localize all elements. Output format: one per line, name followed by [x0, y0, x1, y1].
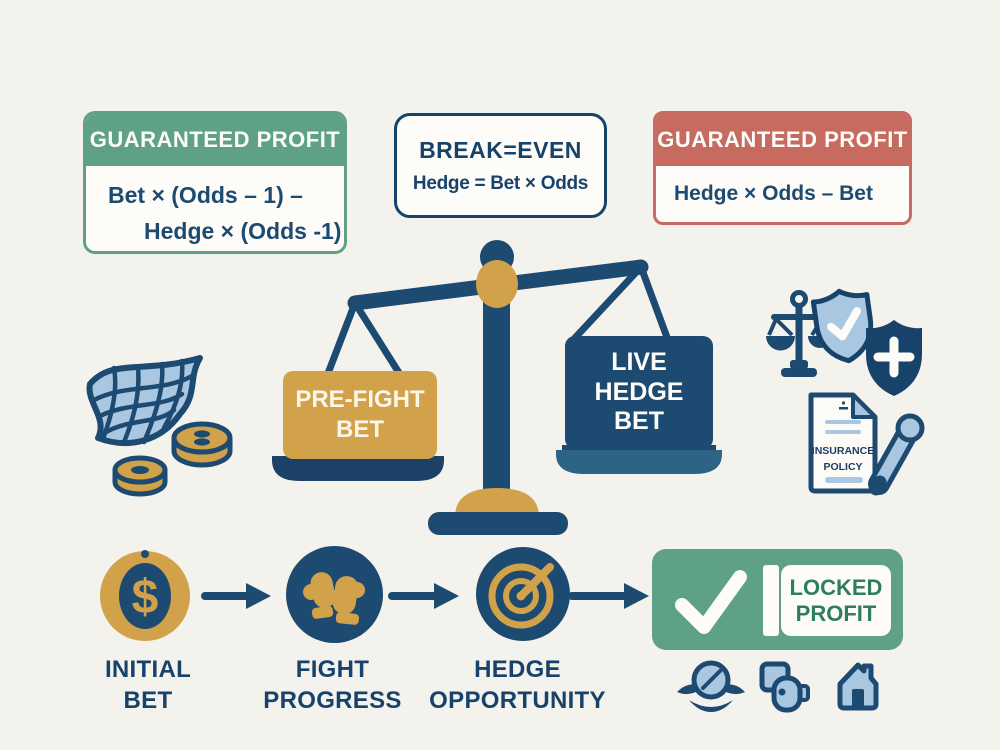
result-line: PROFIT	[795, 600, 877, 626]
check-icon	[675, 570, 747, 634]
insurance-text: INSURANCE	[812, 445, 874, 457]
scale-base-mound	[455, 488, 539, 517]
sign-line: BET	[336, 416, 384, 443]
initial-bet-label: INITIAL BET	[68, 654, 228, 716]
right-pan	[556, 450, 722, 474]
box-header: GUARANTEED PROFIT	[656, 114, 909, 166]
shield-plus-icon	[866, 320, 922, 396]
dart-icon	[517, 563, 554, 600]
formula-line: Hedge = Bet × Odds	[412, 172, 589, 194]
globe-icon	[677, 660, 745, 712]
scale-pole	[483, 284, 510, 496]
check-icon	[826, 307, 862, 341]
box-header: BREAK=EVEN	[419, 136, 582, 163]
arrow-right-icon	[624, 583, 649, 609]
betting-net-icon	[86, 355, 203, 447]
sign-line: PRE-FIGHT	[295, 386, 425, 413]
arrow-right-icon	[434, 583, 459, 609]
stylized-l-bar	[763, 565, 779, 636]
pen-icon	[868, 413, 925, 496]
sign-line: LIVE	[611, 348, 667, 377]
label-line: OPPORTUNITY	[429, 687, 606, 715]
result-line: LOCKED	[789, 575, 883, 601]
label-line: HEDGE	[474, 656, 561, 683]
shield-check-icon	[810, 288, 874, 364]
pre-fight-bet-sign: PRE-FIGHT BET	[283, 371, 437, 459]
guaranteed-profit-box-right: GUARANTEED PROFIT Hedge × Odds – Bet	[653, 111, 912, 225]
label-line: PROGRESS	[263, 687, 402, 715]
scale-pivot	[476, 260, 518, 308]
formula-line: Hedge × (Odds -1)	[144, 217, 342, 244]
house-icon	[837, 662, 879, 711]
casino-chip-icon	[112, 421, 233, 497]
locked-profit-label: LOCKED PROFIT	[781, 565, 891, 636]
label-line: FIGHT	[295, 656, 370, 683]
target-icon	[476, 547, 570, 641]
label-line: INITIAL	[104, 656, 192, 683]
label-line: BET	[123, 687, 173, 715]
sign-line: HEDGE	[594, 377, 684, 406]
live-hedge-bet-sign: LIVE HEDGE BET	[565, 336, 713, 449]
formula-text: Bet × (Odds – 1) – Hedge × (Odds -1)	[86, 166, 344, 249]
justice-scale-icon	[766, 290, 832, 377]
dollar-symbol: $	[132, 571, 159, 624]
policy-text: POLICY	[823, 461, 862, 473]
break-even-box: BREAK=EVEN Hedge = Bet × Odds	[394, 113, 607, 218]
sign-line: BET	[614, 407, 664, 436]
guaranteed-profit-box-left: GUARANTEED PROFIT Bet × (Odds – 1) – Hed…	[83, 111, 347, 254]
arrow-right-icon	[246, 583, 271, 609]
flags-icon	[759, 661, 810, 713]
locked-profit-box: LOCKED PROFIT	[652, 549, 903, 650]
formula-line: Hedge × Odds – Bet	[674, 182, 873, 205]
scale-base	[428, 512, 568, 535]
left-strings	[323, 299, 405, 380]
dollar-coin-icon: $	[100, 550, 190, 641]
hedge-opportunity-label: HEDGE OPPORTUNITY	[405, 654, 630, 716]
fight-progress-label: FIGHT PROGRESS	[245, 654, 420, 716]
right-strings	[569, 263, 672, 344]
left-pan	[272, 456, 444, 481]
formula-line: Bet × (Odds – 1) –	[108, 182, 303, 208]
plus-icon	[873, 336, 915, 378]
boxing-gloves-icon	[286, 546, 383, 643]
right-pan-rim	[562, 445, 716, 454]
box-header: GUARANTEED PROFIT	[86, 114, 344, 166]
flow-arrows	[201, 583, 649, 609]
